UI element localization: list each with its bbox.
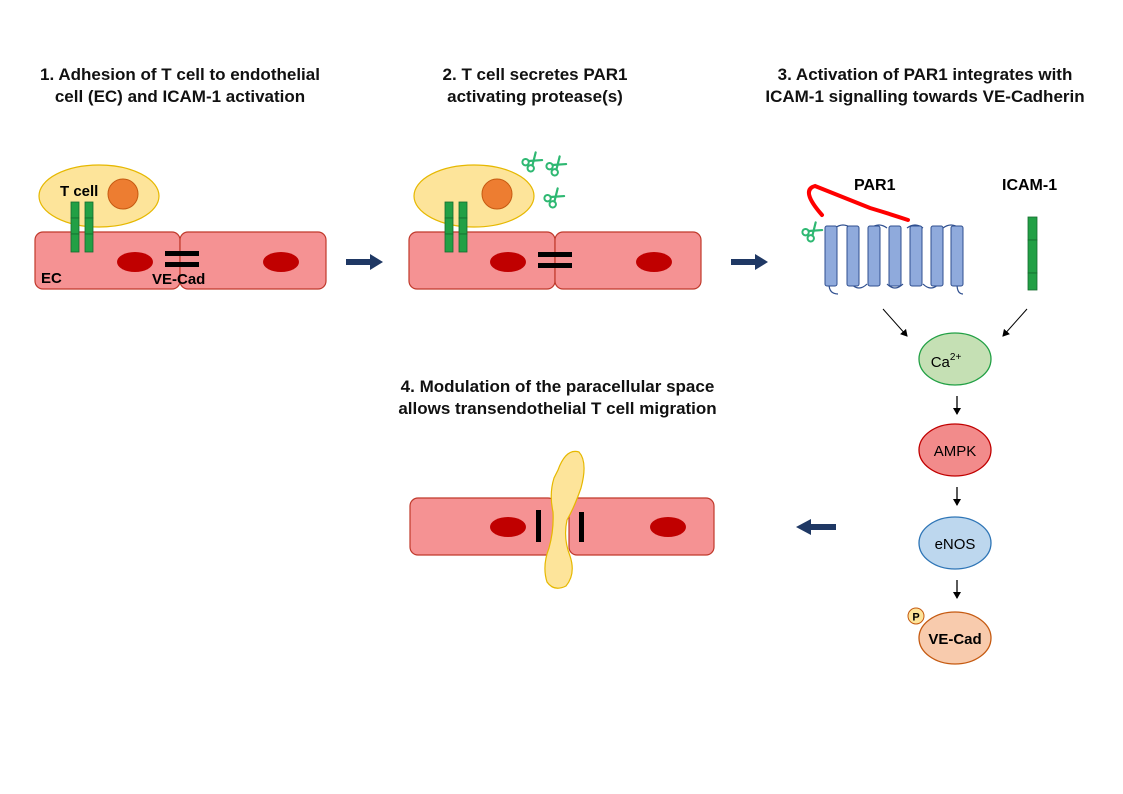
icam1-receptor-pair-2 <box>444 201 468 253</box>
step3-caption-line1: 3. Activation of PAR1 integrates with <box>777 65 1073 84</box>
icam1-receptor-pair <box>70 201 94 253</box>
protease-scissors-icon <box>541 185 567 210</box>
ca-node: Ca2+ <box>918 332 992 386</box>
step2-caption: 2. T cell secretes PAR1 activating prote… <box>410 64 660 108</box>
protease-scissors-icon <box>519 149 545 174</box>
ve-cad-bar-right <box>579 512 584 542</box>
vecad-node: VE-Cad <box>918 611 992 665</box>
endothelial-cell-left-2 <box>408 231 556 290</box>
ec-nucleus-right <box>263 252 299 272</box>
ca-node-label: Ca <box>931 354 951 371</box>
ca-node-charge: 2+ <box>950 352 962 363</box>
protease-scissors-icon <box>543 153 569 178</box>
migrating-t-cell <box>544 450 585 589</box>
panel-3: PAR1 ICAM-1 <box>799 177 1057 337</box>
enos-node-label: eNOS <box>935 536 976 553</box>
ve-cad-bar-left <box>536 510 541 542</box>
ec-nucleus-right-4 <box>650 517 686 537</box>
ec-nucleus-left <box>117 252 153 272</box>
step2-caption-line1: 2. T cell secretes PAR1 <box>442 65 628 84</box>
ampk-node-label: AMPK <box>934 443 977 460</box>
icam1-receptor <box>1027 216 1038 291</box>
step-arrow-2 <box>731 254 768 270</box>
step4-caption-line1: 4. Modulation of the paracellular space <box>400 377 715 396</box>
phosphate-badge: P <box>907 607 925 625</box>
step1-caption: 1. Adhesion of T cell to endothelial cel… <box>20 64 340 108</box>
step1-caption-line2: cell (EC) and ICAM-1 activation <box>54 87 306 106</box>
step3-caption: 3. Activation of PAR1 integrates with IC… <box>755 64 1095 108</box>
t-cell-label: T cell <box>60 183 98 200</box>
icam1-to-ca-arrow <box>1002 308 1028 337</box>
par1-n-terminal-tail <box>806 183 910 222</box>
signalling-cascade: Ca2+ AMPK eNOS VE-Cad P <box>907 332 992 665</box>
protease-scissors-icon <box>799 219 825 244</box>
ve-cad-junction-bar-bottom <box>165 262 199 267</box>
ve-cad-label: VE-Cad <box>152 271 205 288</box>
endothelial-cell-right-4 <box>568 497 715 556</box>
step2-caption-line2: activating protease(s) <box>447 87 623 106</box>
panel-1: T cell EC VE-Cad <box>34 164 327 290</box>
phosphate-badge-label: P <box>912 612 919 624</box>
step-arrow-3 <box>796 519 836 535</box>
icam1-label: ICAM-1 <box>1002 177 1057 194</box>
ec-nucleus-left-4 <box>490 517 526 537</box>
ampk-node: AMPK <box>918 423 992 477</box>
step4-caption-line2: allows transendothelial T cell migration <box>398 399 717 418</box>
panel-2 <box>408 149 702 290</box>
ec-label: EC <box>41 270 62 287</box>
step1-caption-line1: 1. Adhesion of T cell to endothelial <box>40 65 320 84</box>
panel-4 <box>409 450 715 589</box>
step-arrow-1 <box>346 254 383 270</box>
ve-cad-junction-bar-top <box>165 251 199 256</box>
vecad-node-label: VE-Cad <box>928 631 981 648</box>
par1-to-ca-arrow <box>882 308 908 337</box>
t-cell <box>38 164 160 228</box>
step3-caption-line2: ICAM-1 signalling towards VE-Cadherin <box>765 87 1085 106</box>
par1-receptor <box>824 224 964 295</box>
par1-label: PAR1 <box>854 177 896 194</box>
endothelial-cell-left-4 <box>409 497 557 556</box>
endothelial-cell-right <box>179 231 327 290</box>
ve-cad-junction-bar-top-2 <box>538 252 572 257</box>
t-cell-nucleus <box>107 178 139 210</box>
ve-cad-junction-bar-bottom-2 <box>538 263 572 268</box>
svg-text:Ca2+: Ca2+ <box>931 352 962 371</box>
step4-caption: 4. Modulation of the paracellular space … <box>385 376 730 420</box>
endothelial-cell-right-2 <box>554 231 702 290</box>
t-cell-2 <box>413 164 535 228</box>
ec-nucleus-left-2 <box>490 252 526 272</box>
ec-nucleus-right-2 <box>636 252 672 272</box>
t-cell-nucleus-2 <box>481 178 513 210</box>
enos-node: eNOS <box>918 516 992 570</box>
